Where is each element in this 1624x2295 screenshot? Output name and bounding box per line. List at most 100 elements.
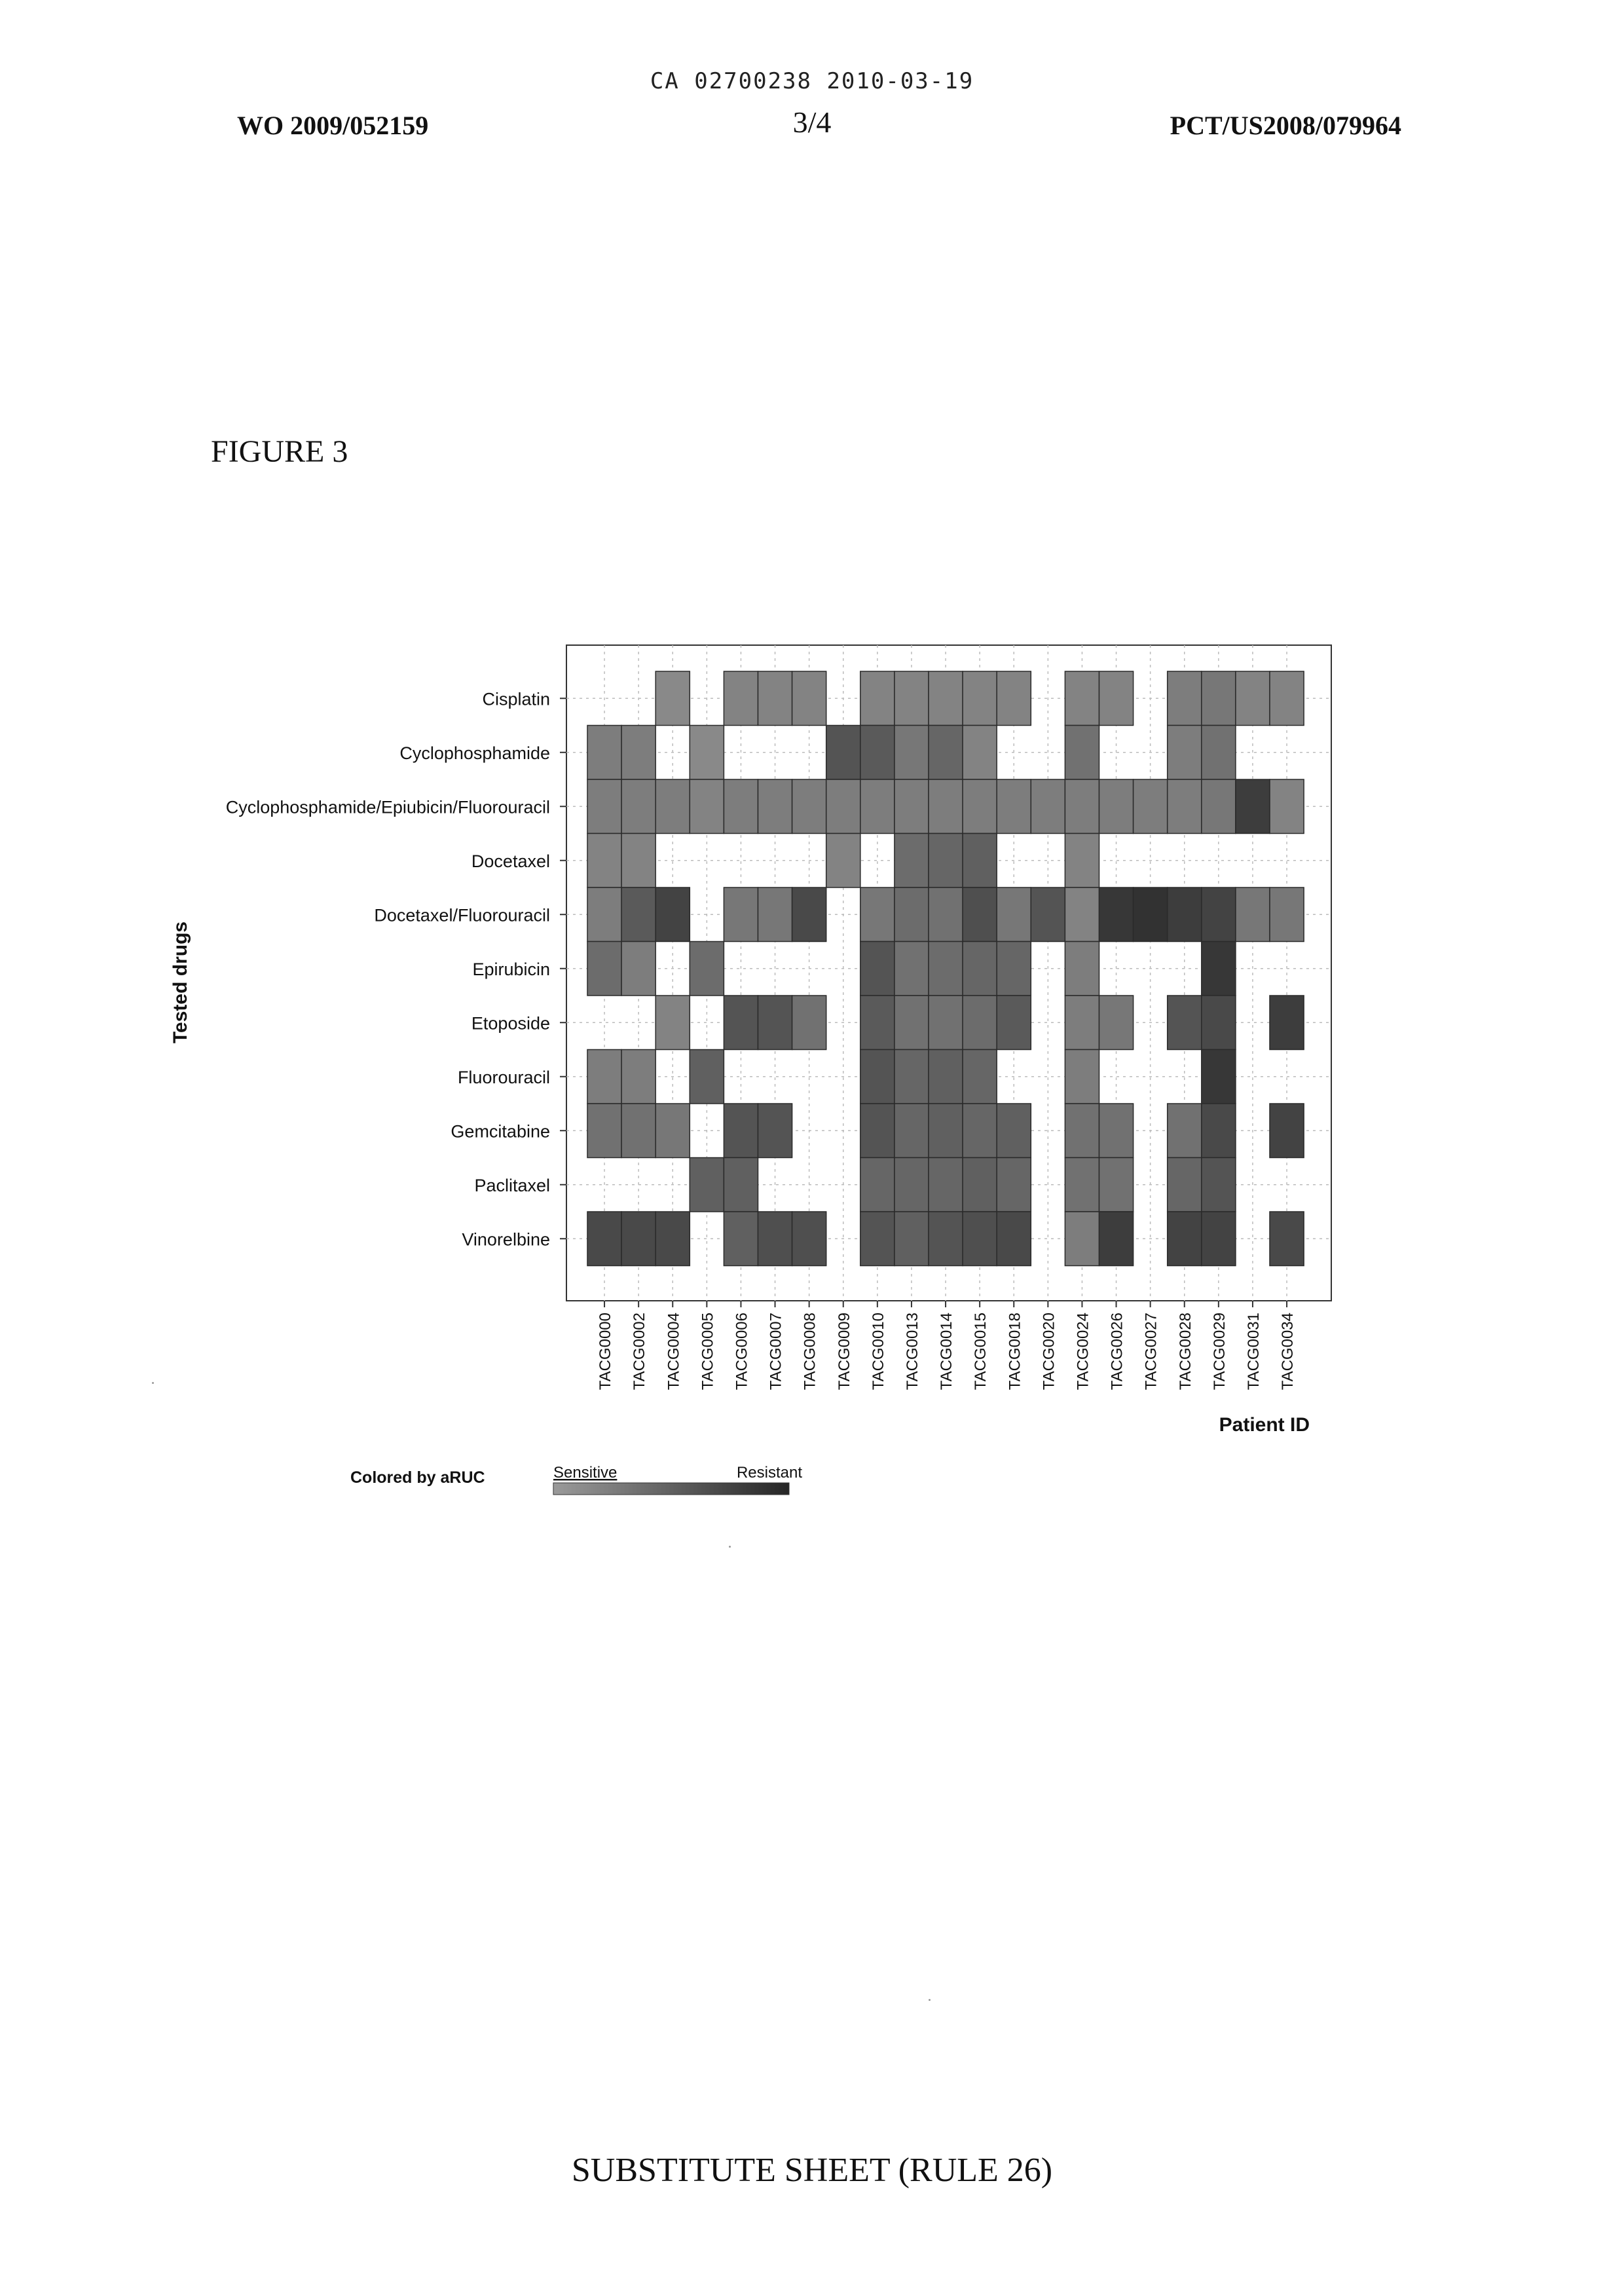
heatmap-cell bbox=[724, 1212, 758, 1266]
y-axis-title: Tested drugs bbox=[170, 922, 191, 1043]
heatmap-cell bbox=[860, 942, 895, 996]
heatmap-cell bbox=[621, 887, 655, 942]
heatmap-cell bbox=[963, 779, 997, 834]
heatmap-cell bbox=[963, 834, 997, 888]
heatmap-cell bbox=[1168, 726, 1202, 780]
heatmap-cell bbox=[895, 996, 929, 1050]
heatmap-cell bbox=[1168, 887, 1202, 942]
x-tick-label: TACG0029 bbox=[1211, 1313, 1228, 1390]
heatmap-cell bbox=[895, 1158, 929, 1212]
x-axis-title: Patient ID bbox=[1219, 1414, 1310, 1436]
y-tick-label: Gemcitabine bbox=[451, 1121, 550, 1141]
legend-color-bar bbox=[553, 1483, 789, 1495]
heatmap-cell bbox=[1168, 996, 1202, 1050]
heatmap-cell bbox=[587, 1104, 621, 1158]
heatmap-cell bbox=[621, 779, 655, 834]
heatmap-cell bbox=[997, 671, 1031, 726]
x-tick-label: TACG0020 bbox=[1040, 1313, 1058, 1390]
heatmap-cell bbox=[655, 887, 690, 942]
y-tick-label: Docetaxel/Fluorouracil bbox=[374, 905, 550, 925]
heatmap-cell bbox=[587, 834, 621, 888]
x-tick-label: TACG0002 bbox=[631, 1313, 648, 1390]
heatmap-cell bbox=[895, 1104, 929, 1158]
heatmap-cell bbox=[929, 834, 963, 888]
heatmap-cell bbox=[1065, 942, 1099, 996]
heatmap-cell bbox=[1099, 1104, 1134, 1158]
heatmap-cell bbox=[1270, 996, 1304, 1050]
heatmap-cell bbox=[1065, 1158, 1099, 1212]
heatmap-cell bbox=[997, 1212, 1031, 1266]
heatmap-cell bbox=[1202, 1050, 1236, 1104]
heatmap-cell bbox=[1270, 887, 1304, 942]
heatmap-cell bbox=[997, 1158, 1031, 1212]
x-tick-label: TACG0005 bbox=[699, 1313, 716, 1390]
heatmap-cell bbox=[860, 887, 895, 942]
heatmap-cell bbox=[929, 1050, 963, 1104]
x-tick-label: TACG0026 bbox=[1109, 1313, 1126, 1390]
heatmap-cell bbox=[1168, 1212, 1202, 1266]
heatmap-cell bbox=[1202, 942, 1236, 996]
heatmap-cell bbox=[724, 996, 758, 1050]
footer-substitute-sheet: SUBSTITUTE SHEET (RULE 26) bbox=[0, 2151, 1624, 2190]
y-tick-labels: CisplatinCyclophosphamideCyclophosphamid… bbox=[226, 689, 550, 1249]
heatmap-cell bbox=[963, 671, 997, 726]
heatmap-cell bbox=[690, 1158, 724, 1212]
x-tick-label: TACG0018 bbox=[1006, 1313, 1024, 1390]
heatmap-cell bbox=[1065, 671, 1099, 726]
heatmap-cell bbox=[860, 1158, 895, 1212]
heatmap-cell bbox=[895, 1212, 929, 1266]
heatmap-cell bbox=[826, 726, 860, 780]
heatmap-cell bbox=[1099, 779, 1134, 834]
heatmap-cell bbox=[724, 779, 758, 834]
heatmap-cell bbox=[758, 779, 792, 834]
heatmap-cell bbox=[1099, 1212, 1134, 1266]
heatmap-cell bbox=[621, 726, 655, 780]
heatmap-cell bbox=[963, 996, 997, 1050]
heatmap-cell bbox=[792, 887, 826, 942]
heatmap-cell bbox=[963, 1050, 997, 1104]
heatmap-cell bbox=[1202, 726, 1236, 780]
heatmap-cell bbox=[963, 1104, 997, 1158]
heatmap-cell bbox=[1236, 671, 1270, 726]
heatmap-cell bbox=[929, 887, 963, 942]
x-tick-label: TACG0006 bbox=[733, 1313, 751, 1390]
heatmap-cell bbox=[758, 1212, 792, 1266]
y-tick-label: Docetaxel bbox=[471, 851, 550, 871]
heatmap-cell bbox=[1065, 887, 1099, 942]
x-tick-label: TACG0028 bbox=[1177, 1313, 1194, 1390]
heatmap-cell bbox=[963, 726, 997, 780]
legend-high-label: Resistant bbox=[737, 1464, 802, 1482]
heatmap-cell bbox=[1099, 671, 1134, 726]
heatmap-cell bbox=[895, 834, 929, 888]
heatmap-cell bbox=[826, 834, 860, 888]
heatmap-cell bbox=[587, 887, 621, 942]
heatmap-cell bbox=[1168, 1158, 1202, 1212]
scan-speck bbox=[152, 1382, 154, 1384]
x-tick-label: TACG0014 bbox=[938, 1313, 955, 1390]
heatmap-cell bbox=[1168, 779, 1202, 834]
heatmap-cell bbox=[895, 671, 929, 726]
heatmap-cell bbox=[929, 726, 963, 780]
y-tick-label: Cisplatin bbox=[482, 689, 550, 709]
heatmap-cell bbox=[1065, 726, 1099, 780]
heatmap-cell bbox=[1168, 671, 1202, 726]
heatmap-cell bbox=[1065, 1104, 1099, 1158]
heatmap-cell bbox=[860, 779, 895, 834]
heatmap-cell bbox=[1099, 887, 1134, 942]
heatmap-cell bbox=[690, 942, 724, 996]
heatmap-cell bbox=[1202, 996, 1236, 1050]
heatmap-cell bbox=[1202, 1158, 1236, 1212]
y-tick-label: Cyclophosphamide bbox=[399, 743, 550, 763]
heatmap-cell bbox=[1134, 779, 1168, 834]
heatmap-cell bbox=[690, 726, 724, 780]
y-tick-label: Epirubicin bbox=[472, 960, 550, 979]
heatmap-cell bbox=[860, 1212, 895, 1266]
x-tick-label: TACG0009 bbox=[836, 1313, 853, 1390]
scan-speck bbox=[929, 1999, 931, 2001]
y-tick-label: Cyclophosphamide/Epiubicin/Fluorouracil bbox=[226, 797, 550, 817]
heatmap-cell bbox=[1270, 671, 1304, 726]
heatmap-cell bbox=[690, 1050, 724, 1104]
heatmap-cell bbox=[655, 1104, 690, 1158]
heatmap-cell bbox=[621, 1050, 655, 1104]
